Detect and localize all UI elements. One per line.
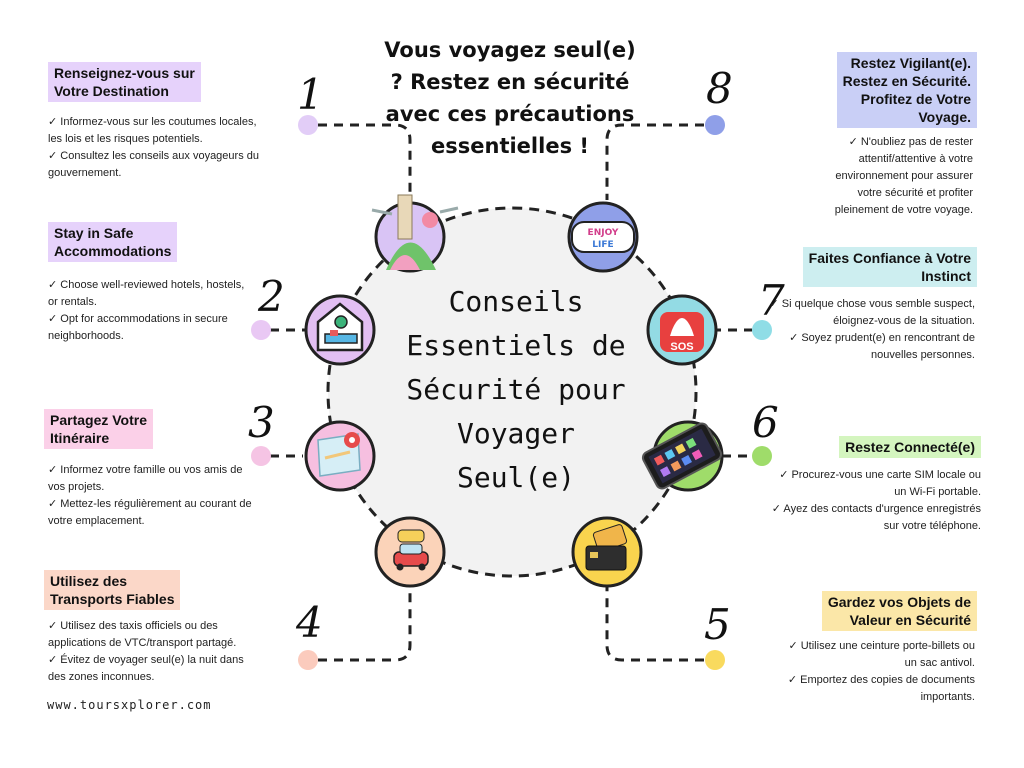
dot-4 bbox=[298, 650, 318, 670]
tip-6-heading: Restez Connecté(e) bbox=[839, 436, 981, 458]
sos-alarm-icon: SOS bbox=[646, 294, 718, 366]
dot-5 bbox=[705, 650, 725, 670]
tip-5-heading-line: Valeur en Sécurité bbox=[849, 612, 971, 628]
tip-6-body: ✓ Procurez-vous une carte SIM locale ou … bbox=[766, 467, 981, 535]
dot-7 bbox=[752, 320, 772, 340]
tip-8-heading-line: Restez en Sécurité. bbox=[842, 73, 971, 89]
tip-8-heading-line: Voyage. bbox=[918, 109, 971, 125]
cars-icon bbox=[374, 516, 446, 588]
tip-7-heading-line: Instinct bbox=[921, 268, 971, 284]
tip-7-body: ✓ Si quelque chose vous semble suspect, … bbox=[765, 296, 976, 364]
step-number-3: 3 bbox=[248, 398, 275, 447]
connector-1 bbox=[318, 123, 412, 200]
step-number-4: 4 bbox=[296, 598, 323, 647]
dot-6 bbox=[752, 446, 772, 466]
tip-8-heading: Restez Vigilant(e). Restez en Sécurité. … bbox=[836, 52, 977, 128]
tip-7-point: ✓ Soyez prudent(e) en rencontrant de nou… bbox=[789, 332, 975, 361]
tip-1-heading-line: Renseignez-vous sur bbox=[54, 65, 195, 81]
dot-3 bbox=[251, 446, 271, 466]
tip-4-point: ✓ Évitez de voyager seul(e) la nuit dans… bbox=[48, 654, 244, 683]
dot-1 bbox=[298, 115, 318, 135]
tip-8-body: ✓ N'oubliez pas de rester attentif/atten… bbox=[813, 134, 973, 219]
tip-4-point: ✓ Utilisez des taxis officiels ou des ap… bbox=[48, 620, 237, 649]
tip-5-point: ✓ Utilisez une ceinture porte-billets ou… bbox=[788, 640, 975, 669]
dot-2 bbox=[251, 320, 271, 340]
tip-8-point: ✓ N'oubliez pas de rester attentif/atten… bbox=[834, 136, 973, 216]
step-number-2: 2 bbox=[258, 272, 285, 321]
center-title: Conseils Essentiels de Sécurité pour Voy… bbox=[406, 285, 626, 494]
map-pin-icon bbox=[304, 420, 376, 492]
step-number-6: 6 bbox=[752, 398, 779, 447]
enjoy-life-icon: ENJOY LIFE bbox=[567, 201, 639, 273]
tip-2-heading-line: Accommodations bbox=[54, 243, 172, 259]
tip-3-heading: Partagez Votre Itinéraire bbox=[44, 409, 153, 449]
life-label: LIFE bbox=[592, 240, 613, 250]
tip-3-heading-line: Partagez Votre bbox=[50, 412, 147, 428]
smartphone-icon bbox=[641, 420, 724, 492]
tip-1-heading-line: Votre Destination bbox=[54, 83, 169, 99]
step-number-7: 7 bbox=[758, 276, 785, 325]
tip-1-point: ✓ Consultez les conseils aux voyageurs d… bbox=[48, 150, 259, 179]
tip-3-body: ✓ Informez votre famille ou vos amis de … bbox=[48, 462, 253, 530]
tip-4-heading: Utilisez des Transports Fiables bbox=[44, 570, 181, 610]
tip-6-heading-line: Restez Connecté(e) bbox=[845, 439, 975, 455]
tip-6-point: ✓ Procurez-vous une carte SIM locale ou … bbox=[779, 469, 981, 498]
tip-5-heading: Gardez vos Objets de Valeur en Sécurité bbox=[821, 591, 977, 631]
tip-5-body: ✓ Utilisez une ceinture porte-billets ou… bbox=[775, 638, 975, 706]
tip-1-point: ✓ Informez-vous sur les coutumes locales… bbox=[48, 116, 257, 145]
page-title: Vous voyagez seul(e) ? Restez en sécurit… bbox=[384, 38, 636, 158]
tip-2-heading-line: Stay in Safe bbox=[54, 225, 134, 241]
sos-label: SOS bbox=[670, 341, 693, 353]
connector-5 bbox=[605, 586, 704, 662]
tip-7-heading: Faites Confiance à Votre Instinct bbox=[802, 247, 977, 287]
tip-8-heading-line: Profitez de Votre bbox=[860, 91, 971, 107]
tip-7-heading-line: Faites Confiance à Votre bbox=[808, 250, 971, 266]
tip-2-heading: Stay in Safe Accommodations bbox=[48, 222, 178, 262]
connector-8 bbox=[605, 123, 704, 200]
tip-1-body: ✓ Informez-vous sur les coutumes locales… bbox=[48, 114, 268, 182]
tip-6-point: ✓ Ayez des contacts d'urgence enregistré… bbox=[771, 503, 981, 532]
tip-4-heading-line: Transports Fiables bbox=[50, 591, 175, 607]
credit-card-icon bbox=[571, 516, 643, 588]
step-number-8: 8 bbox=[706, 64, 733, 113]
tip-4-body: ✓ Utilisez des taxis officiels ou des ap… bbox=[48, 618, 253, 686]
dot-8 bbox=[705, 115, 725, 135]
tip-2-body: ✓ Choose well-reviewed hotels, hostels, … bbox=[48, 277, 248, 345]
tip-2-point: ✓ Opt for accommodations in secure neigh… bbox=[48, 313, 228, 342]
tip-8-heading-line: Restez Vigilant(e). bbox=[850, 55, 971, 71]
center-circle bbox=[326, 206, 698, 578]
tip-5-heading-line: Gardez vos Objets de bbox=[827, 594, 971, 610]
connector-4 bbox=[318, 586, 412, 662]
step-number-1: 1 bbox=[297, 70, 324, 119]
enjoy-label: ENJOY bbox=[588, 228, 619, 238]
step-number-5: 5 bbox=[704, 600, 731, 649]
tip-3-heading-line: Itinéraire bbox=[50, 430, 110, 446]
tip-3-point: ✓ Mettez-les régulièrement au courant de… bbox=[48, 498, 252, 527]
tip-2-point: ✓ Choose well-reviewed hotels, hostels, … bbox=[48, 279, 245, 308]
tip-1-heading: Renseignez-vous sur Votre Destination bbox=[48, 62, 201, 102]
footer-url: www.toursxplorer.com bbox=[47, 698, 212, 712]
hotel-bed-icon bbox=[304, 294, 376, 366]
landmarks-icon bbox=[371, 194, 459, 273]
tip-5-point: ✓ Emportez des copies de documents impor… bbox=[787, 674, 975, 703]
tip-4-heading-line: Utilisez des bbox=[50, 573, 128, 589]
tip-3-point: ✓ Informez votre famille ou vos amis de … bbox=[48, 464, 243, 493]
tip-7-point: ✓ Si quelque chose vous semble suspect, … bbox=[769, 298, 976, 327]
